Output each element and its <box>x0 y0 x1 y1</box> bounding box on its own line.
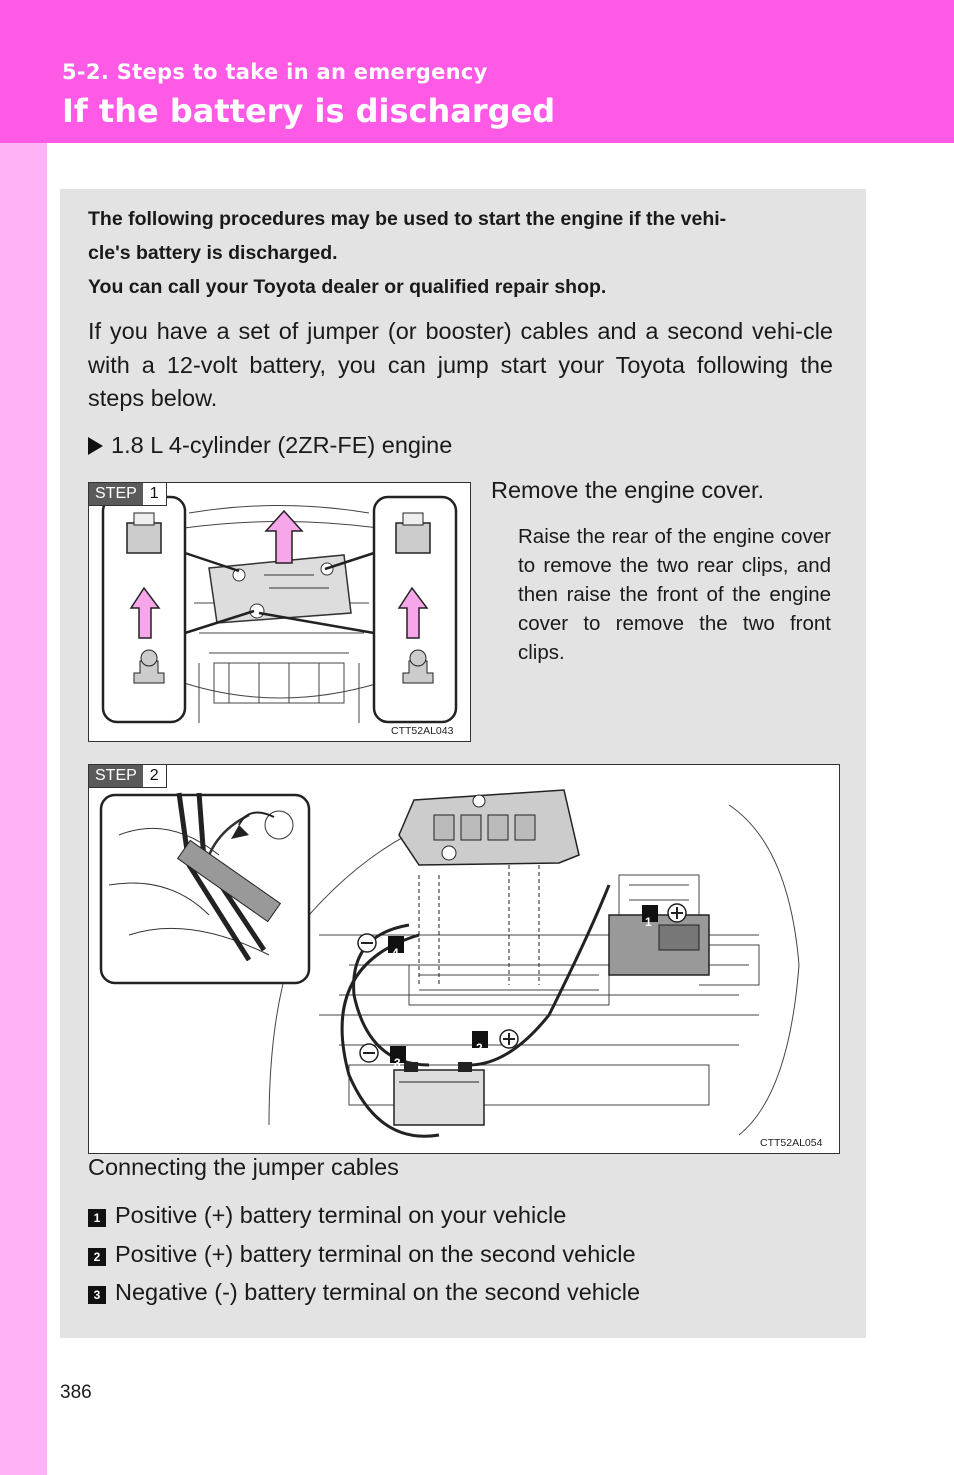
figure-code: CTT52AL043 <box>391 725 454 737</box>
callout-4: 4 <box>392 946 399 960</box>
legend-text: Positive (+) battery terminal on your ve… <box>115 1202 567 1228</box>
figure-code: CTT52AL054 <box>760 1137 823 1149</box>
step2-badge: STEP 2 <box>89 765 167 788</box>
page-number: 386 <box>60 1382 92 1403</box>
minus-icon <box>357 933 377 953</box>
legend-text: Negative (-) battery terminal on the sec… <box>115 1279 641 1305</box>
engine-cover-illustration <box>101 495 458 724</box>
engine-type-label: 1.8 L 4-cylinder (2ZR-FE) engine <box>111 432 453 458</box>
jumper-cables-illustration <box>99 789 800 1138</box>
plus-icon <box>499 1029 519 1049</box>
step1-figure: STEP 1 CTT52AL043 <box>88 482 471 742</box>
callout-1: 1 <box>645 915 652 929</box>
legend-item: 2 Positive (+) battery terminal on the s… <box>88 1241 636 1268</box>
legend-text: Positive (+) battery terminal on the sec… <box>115 1241 636 1267</box>
body-paragraph: If you have a set of jumper (or booster)… <box>88 318 833 411</box>
callout-3: 3 <box>394 1056 401 1070</box>
legend-number-icon: 2 <box>88 1247 106 1266</box>
intro-line: The following procedures may be used to … <box>88 208 727 230</box>
step-badge-number: 1 <box>142 483 166 505</box>
step-badge-label: STEP <box>89 765 143 787</box>
step1-description: Raise the rear of the engine cover to re… <box>518 525 831 664</box>
callout-2: 2 <box>476 1041 483 1055</box>
step1-title: Remove the engine cover. <box>491 477 765 503</box>
page-title: If the battery is discharged <box>62 92 556 130</box>
step-badge-number: 2 <box>142 765 166 787</box>
step1-badge: STEP 1 <box>89 483 167 506</box>
plus-icon <box>667 903 687 923</box>
legend-number-icon: 3 <box>88 1285 106 1304</box>
step-badge-label: STEP <box>89 483 143 505</box>
minus-icon <box>359 1043 379 1063</box>
page-header: 5-2. Steps to take in an emergency If th… <box>0 0 954 143</box>
step2-caption: Connecting the jumper cables <box>88 1154 399 1180</box>
legend-item: 3 Negative (-) battery terminal on the s… <box>88 1279 640 1306</box>
side-tab-strip <box>0 143 47 1475</box>
engine-type-heading: 1.8 L 4-cylinder (2ZR-FE) engine <box>88 432 452 459</box>
legend-item: 1 Positive (+) battery terminal on your … <box>88 1202 566 1229</box>
step2-figure: 1 2 3 4 STEP 2 CTT52AL054 <box>88 764 840 1154</box>
legend-number-icon: 1 <box>88 1208 106 1227</box>
triangle-bullet-icon <box>88 437 103 455</box>
intro-line: cle's battery is discharged. <box>88 242 338 264</box>
section-label: 5-2. Steps to take in an emergency <box>62 60 488 84</box>
intro-line: You can call your Toyota dealer or quali… <box>88 276 607 298</box>
intro-bold-text: The following procedures may be used to … <box>88 202 838 304</box>
